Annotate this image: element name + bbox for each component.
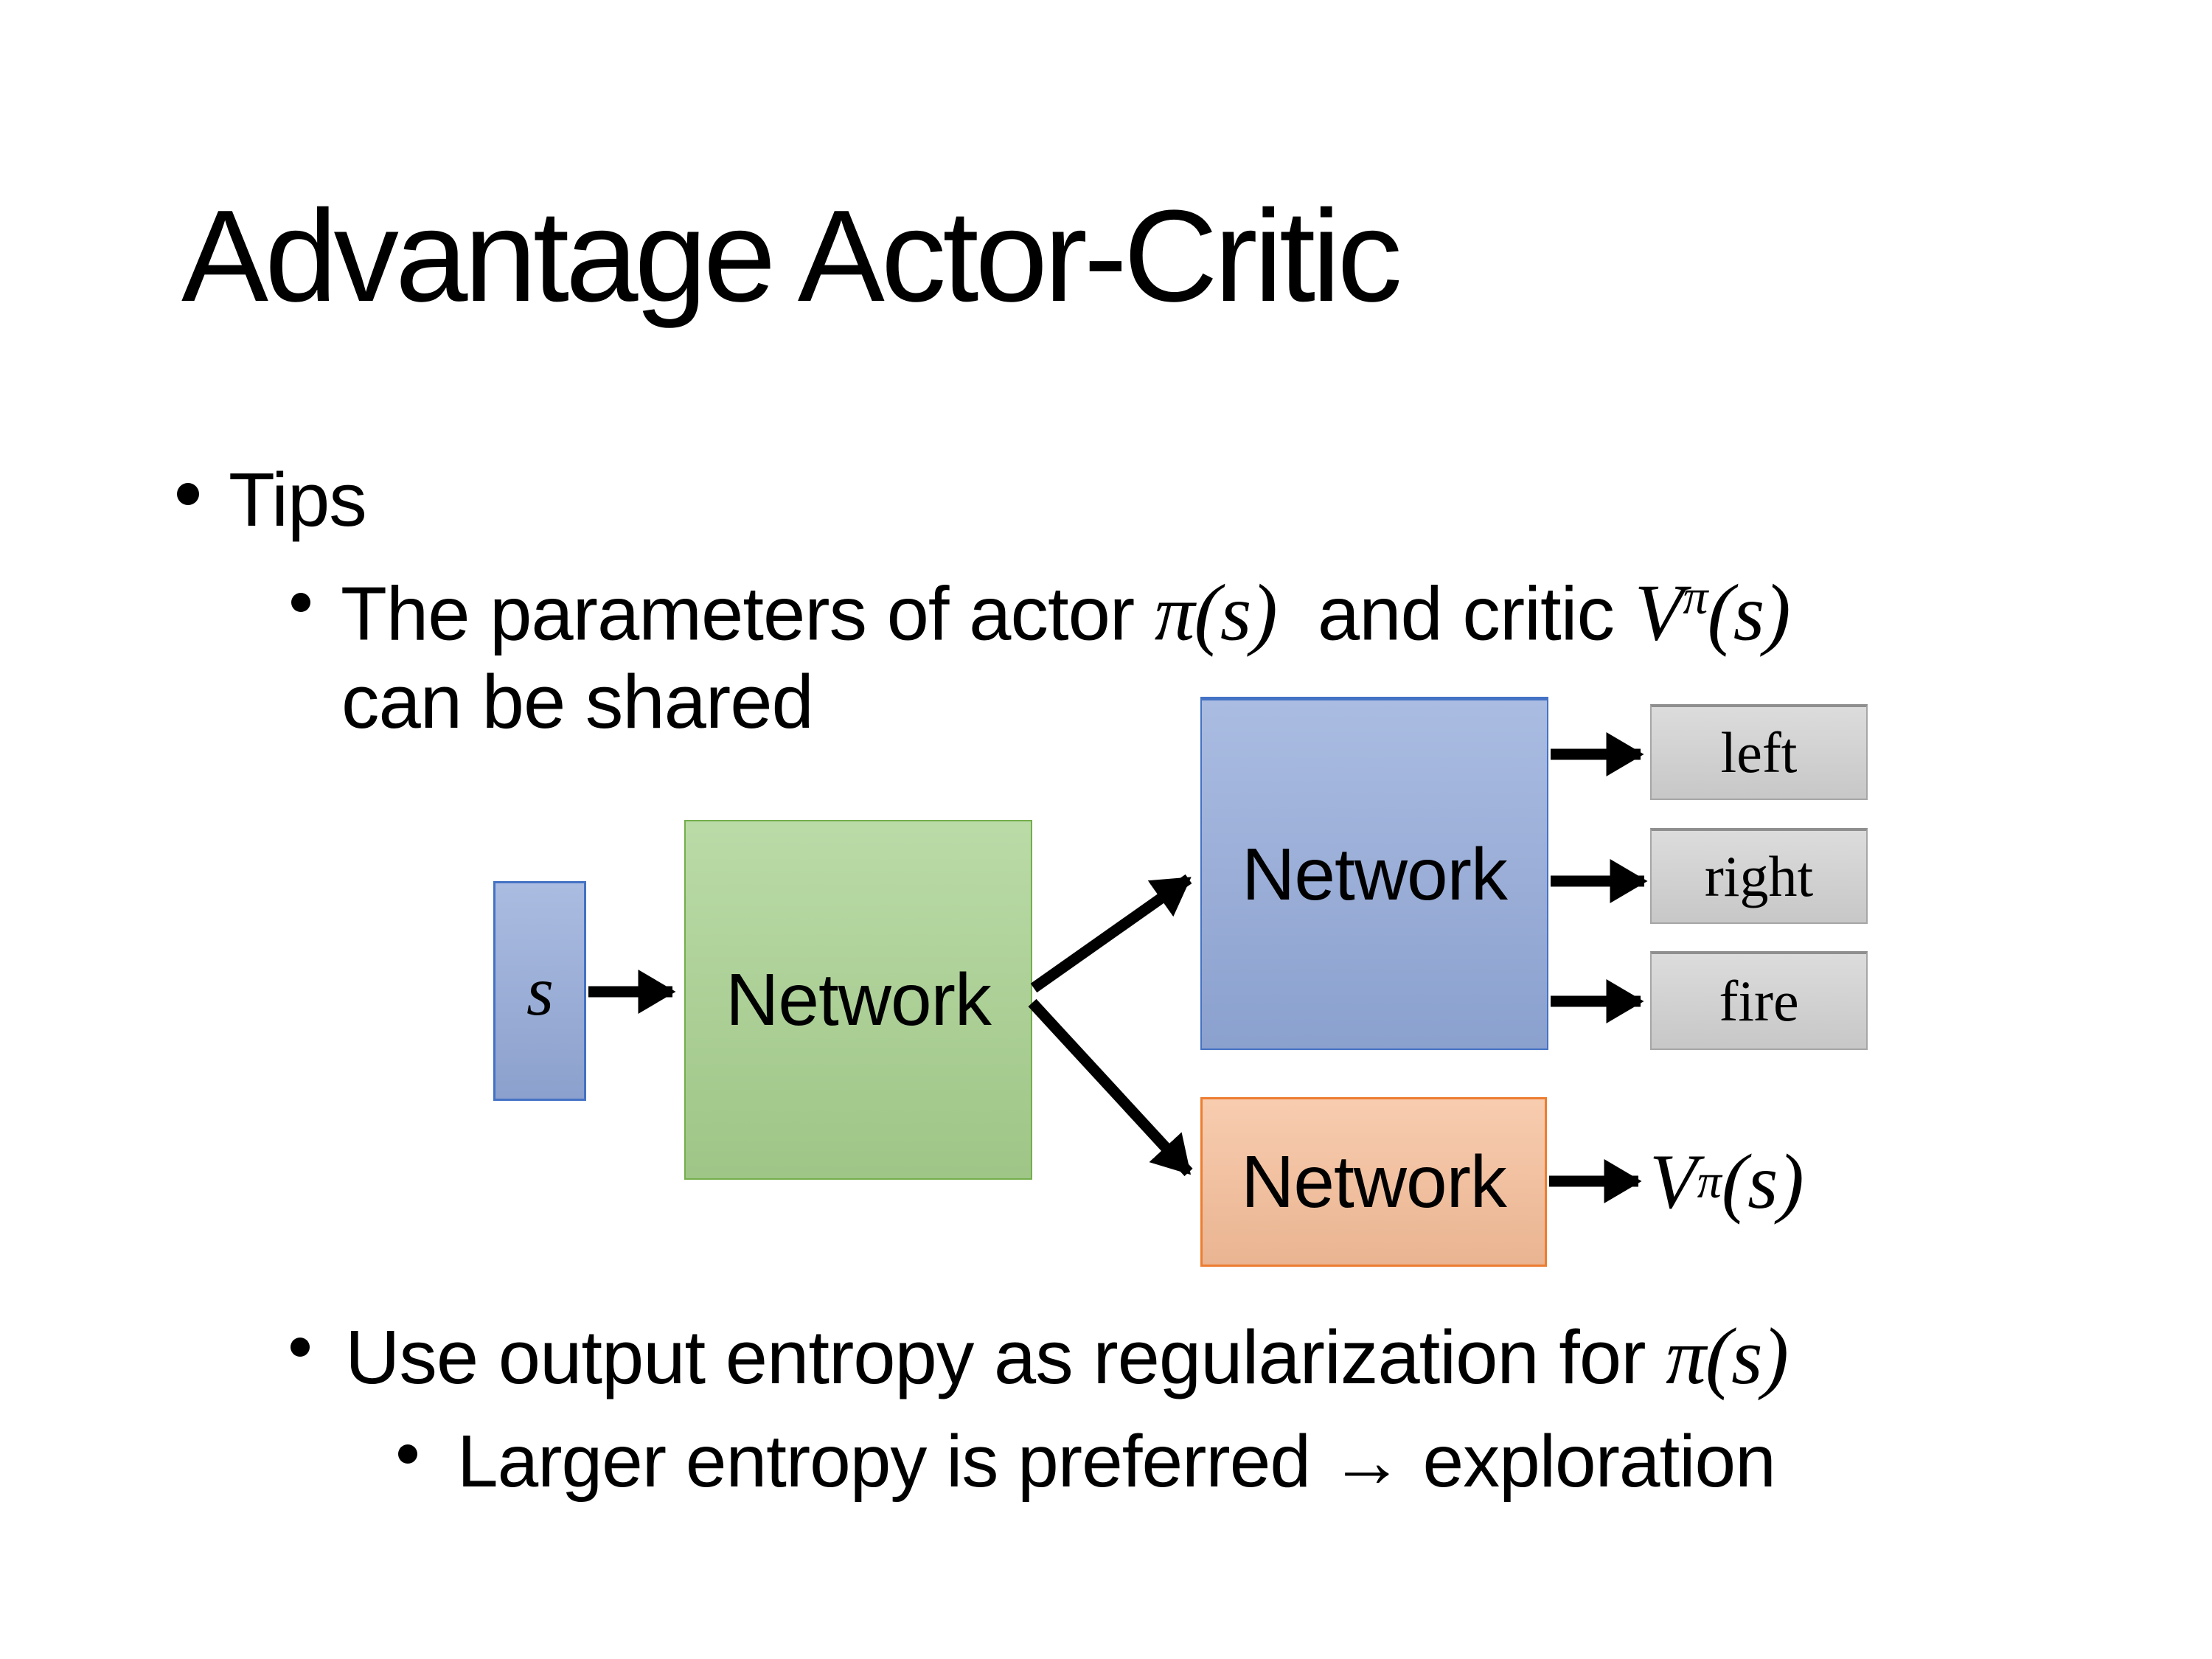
bullet-tips: Tips bbox=[229, 457, 367, 542]
action-fire-label: fire bbox=[1719, 969, 1799, 1033]
bullet-parameters-line2: can be shared bbox=[341, 659, 814, 744]
bullet-entropy-line: Use output entropy as regularization for… bbox=[345, 1312, 1789, 1401]
bullet-parameters-line1: The parameters of actor π(s) and critic … bbox=[341, 568, 1791, 658]
shared-network-box: Network bbox=[684, 820, 1032, 1180]
critic-network-label: Network bbox=[1241, 1141, 1507, 1223]
action-right-label: right bbox=[1704, 844, 1814, 908]
arrow-shared-to-actor bbox=[1030, 874, 1192, 993]
bullet-dot bbox=[398, 1444, 417, 1464]
bullet-dot bbox=[291, 593, 310, 612]
bullet-dot bbox=[291, 1338, 310, 1357]
critic-network-box: Network bbox=[1200, 1097, 1547, 1267]
bullet-dot bbox=[177, 483, 199, 505]
action-left-label: left bbox=[1720, 720, 1798, 785]
shared-network-label: Network bbox=[726, 959, 992, 1041]
slide-title: Advantage Actor-Critic bbox=[181, 183, 1402, 329]
state-label: s bbox=[526, 951, 554, 1030]
bullet-exploration-line: Larger entropy is preferred → exploratio… bbox=[457, 1420, 1776, 1503]
arrow-shared-to-critic bbox=[1028, 998, 1193, 1177]
actor-network-label: Network bbox=[1242, 833, 1508, 916]
actor-network-box: Network bbox=[1200, 697, 1548, 1050]
action-left-box: left bbox=[1650, 704, 1868, 800]
state-box: s bbox=[493, 881, 586, 1101]
action-fire-box: fire bbox=[1650, 951, 1868, 1050]
action-right-box: right bbox=[1650, 828, 1868, 924]
